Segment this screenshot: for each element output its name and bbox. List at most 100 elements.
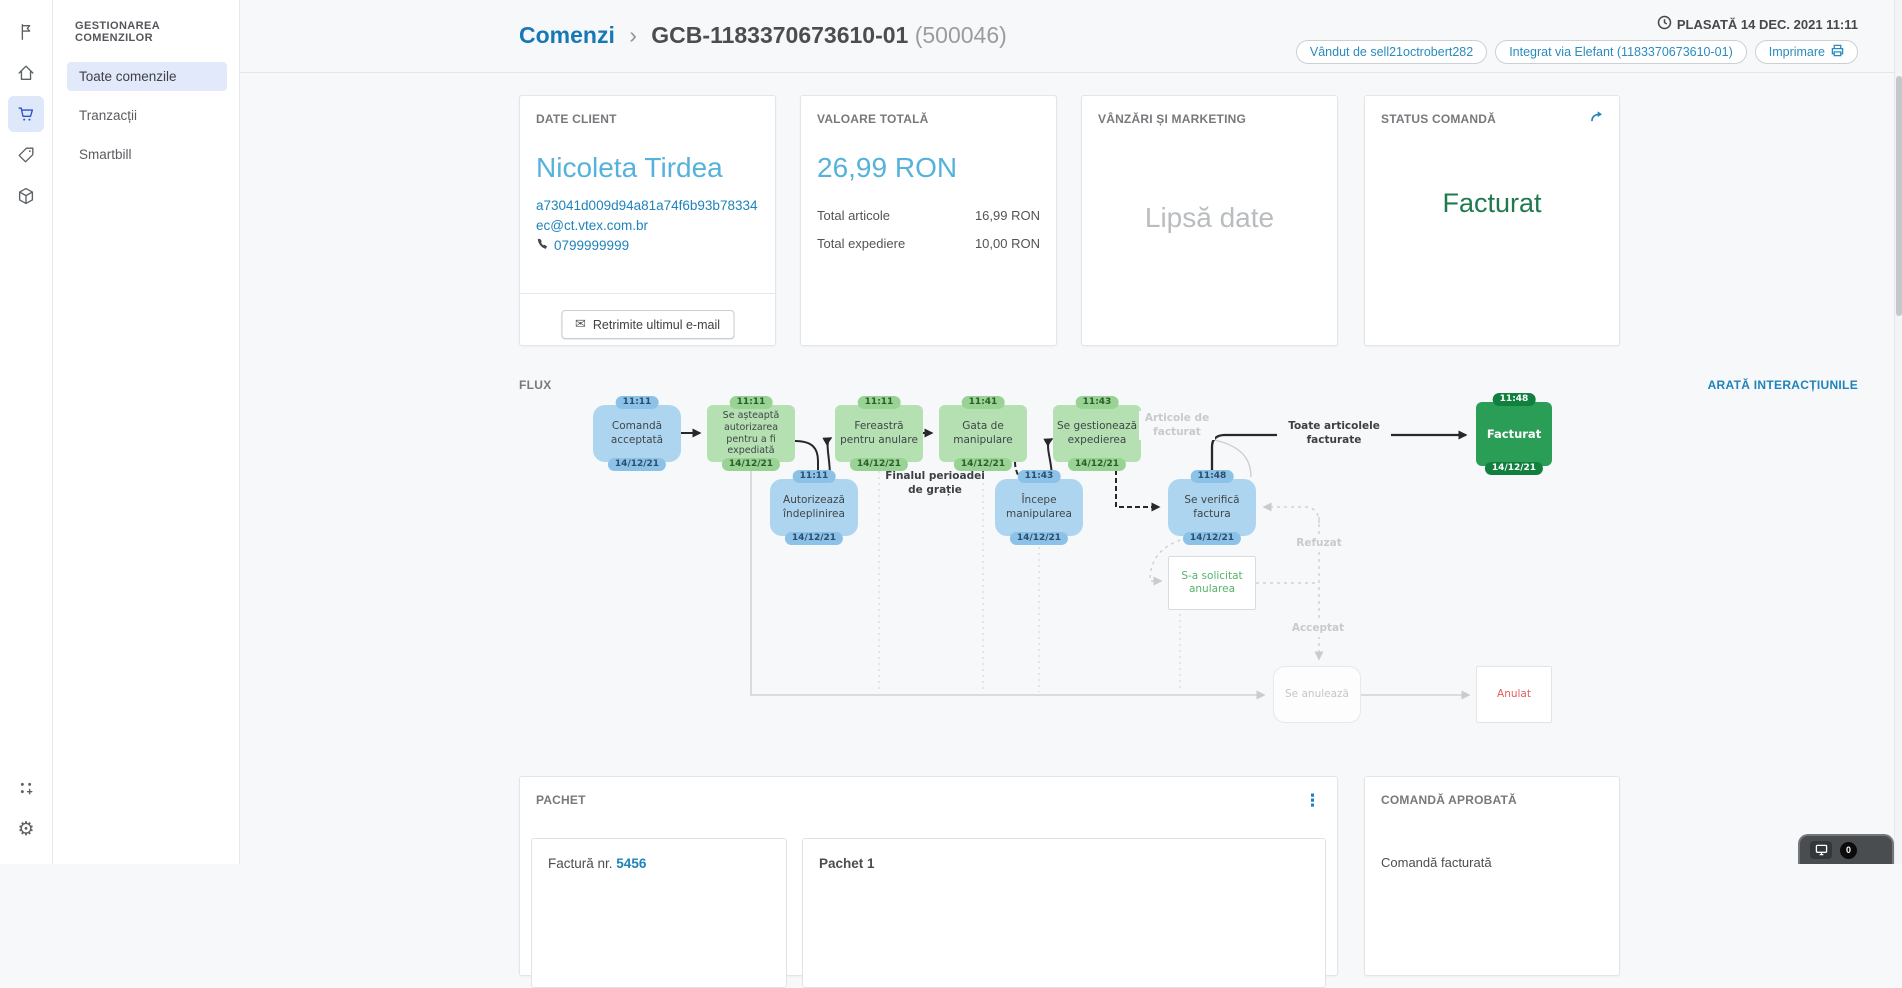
- flow-node-date: 14/12/21: [1485, 462, 1543, 475]
- order-flow-diagram: 11:11 Comandă acceptată 14/12/21 11:11 S…: [519, 395, 1620, 740]
- sidebar-item-toate-comenzile[interactable]: Toate comenzile: [67, 62, 227, 91]
- marketing-card: VÂNZĂRI ȘI MARKETING Lipsă date: [1081, 95, 1338, 346]
- order-total-amount: 26,99 RON: [817, 152, 1040, 184]
- approved-order-card: COMANDĂ APROBATĂ Comandă facturată: [1364, 776, 1620, 976]
- integration-label: Integrat via Elefant (1183370673610-01): [1509, 45, 1733, 59]
- flow-node-invoice-check[interactable]: 11:48 Se verifică factura 14/12/21: [1168, 479, 1256, 536]
- flow-node-date: 14/12/21: [954, 458, 1012, 471]
- flow-node-label: Se gestionează expedierea: [1057, 420, 1137, 446]
- monitor-icon: [1810, 841, 1832, 859]
- flow-node-label: Fereastră pentru anulare: [839, 420, 919, 446]
- flow-node-label: Se anulează: [1285, 688, 1349, 701]
- total-items-label: Total articole: [817, 208, 890, 223]
- client-card-heading: DATE CLIENT: [536, 112, 759, 126]
- package-card: PACHET ⋮ Factură nr. 5456 Pachet 1: [519, 776, 1338, 976]
- menu-heading: GESTIONAREA COMENZILOR: [75, 20, 231, 44]
- flow-node-label: Se verifică factura: [1172, 494, 1252, 520]
- flow-node-time: 11:11: [858, 396, 901, 409]
- kebab-menu-icon[interactable]: ⋮: [1304, 791, 1321, 811]
- sidebar-item-smartbill[interactable]: Smartbill: [67, 140, 227, 169]
- envelope-icon: ✉: [575, 317, 586, 332]
- status-card-heading: STATUS COMANDĂ: [1381, 112, 1603, 126]
- order-status-card: STATUS COMANDĂ Facturat: [1364, 95, 1620, 346]
- flow-node-time: 11:48: [1493, 393, 1536, 406]
- resend-email-label: Retrimite ultimul e-mail: [593, 318, 720, 332]
- flag-icon[interactable]: [8, 14, 44, 50]
- flow-node-time: 11:48: [1191, 470, 1234, 483]
- header-badges: Vândut de sell21octrobert282 Integrat vi…: [1296, 40, 1858, 64]
- flow-node-time: 11:43: [1076, 396, 1119, 409]
- flow-node-start-handling[interactable]: 11:43 Începe manipularea 14/12/21: [995, 479, 1083, 536]
- icon-rail: ⚙: [0, 0, 53, 864]
- flow-label-accepted: Acceptat: [1285, 621, 1351, 637]
- flow-node-handling-shipping[interactable]: 11:43 Se gestionează expedierea 14/12/21: [1053, 405, 1141, 462]
- apps-icon[interactable]: [8, 770, 44, 806]
- flow-node-canceled[interactable]: Anulat: [1476, 666, 1552, 723]
- scrollbar[interactable]: [1894, 0, 1902, 864]
- flow-node-label: Autorizează îndeplinirea: [774, 494, 854, 520]
- cart-icon[interactable]: [8, 96, 44, 132]
- flow-label-refused: Refuzat: [1289, 536, 1349, 552]
- flow-node-authorize-fulfillment[interactable]: 11:11 Autorizează îndeplinirea 14/12/21: [770, 479, 858, 536]
- invoice-box[interactable]: Factură nr. 5456: [531, 838, 787, 988]
- flow-node-invoiced[interactable]: 11:48 Facturat 14/12/21: [1476, 402, 1552, 466]
- flow-node-date: 14/12/21: [608, 458, 666, 471]
- sold-by-badge[interactable]: Vândut de sell21octrobert282: [1296, 40, 1487, 64]
- support-badge: 0: [1840, 842, 1857, 859]
- total-shipping-value: 10,00 RON: [975, 236, 1040, 251]
- flow-node-ready-for-handling[interactable]: 11:41 Gata de manipulare 14/12/21: [939, 405, 1027, 462]
- approved-card-body: Comandă facturată: [1381, 855, 1603, 870]
- order-sequence-number: (500046): [915, 22, 1007, 48]
- breadcrumb: Comenzi › GCB-1183370673610-01 (500046): [519, 22, 1007, 49]
- flow-node-cancellation-window[interactable]: 11:11 Fereastră pentru anulare 14/12/21: [835, 405, 923, 462]
- support-widget[interactable]: 0: [1798, 834, 1894, 864]
- tag-icon[interactable]: [8, 137, 44, 173]
- flow-node-label: Gata de manipulare: [943, 420, 1023, 446]
- breadcrumb-orders-link[interactable]: Comenzi: [519, 22, 615, 48]
- total-items-row: Total articole 16,99 RON: [817, 208, 1040, 223]
- flow-node-date: 14/12/21: [722, 458, 780, 471]
- share-icon[interactable]: [1590, 109, 1605, 128]
- flow-label-all-items-invoiced: Toate articolele facturate: [1277, 419, 1391, 448]
- total-card-heading: VALOARE TOTALĂ: [817, 112, 1040, 126]
- gear-icon[interactable]: ⚙: [8, 811, 44, 847]
- flow-node-label: Facturat: [1487, 427, 1541, 441]
- resend-email-button[interactable]: ✉ Retrimite ultimul e-mail: [561, 310, 734, 339]
- client-phone: 0799999999: [554, 238, 629, 253]
- phone-icon: [536, 238, 548, 253]
- flow-label-items-to-invoice: Articole de facturat: [1139, 411, 1215, 440]
- package-icon[interactable]: [8, 178, 44, 214]
- flow-node-label: Anulat: [1497, 688, 1531, 701]
- order-id: GCB-1183370673610-01: [651, 22, 908, 48]
- placed-text: PLASATĂ 14 DEC. 2021 11:11: [1677, 17, 1858, 32]
- flow-node-order-accepted[interactable]: 11:11 Comandă acceptată 14/12/21: [593, 405, 681, 462]
- flow-node-canceling[interactable]: Se anulează: [1273, 666, 1361, 723]
- flow-node-date: 14/12/21: [785, 532, 843, 545]
- show-interactions-link[interactable]: ARATĂ INTERACȚIUNILE: [1708, 378, 1858, 392]
- main-area: Comenzi › GCB-1183370673610-01 (500046) …: [240, 0, 1902, 864]
- flow-node-awaiting-authorization[interactable]: 11:11 Se așteaptă autorizarea pentru a f…: [707, 405, 795, 462]
- flow-node-date: 14/12/21: [1068, 458, 1126, 471]
- package-card-heading: PACHET: [536, 793, 1321, 807]
- flow-node-label: S-a solicitat anularea: [1173, 570, 1251, 596]
- flow-node-time: 11:41: [962, 396, 1005, 409]
- flow-node-label: Se așteaptă autorizarea pentru a fi expe…: [711, 410, 791, 458]
- total-items-value: 16,99 RON: [975, 208, 1040, 223]
- package-box: Pachet 1: [802, 838, 1326, 988]
- scrollbar-thumb[interactable]: [1896, 76, 1902, 316]
- orders-menu: GESTIONAREA COMENZILOR Toate comenzile T…: [53, 0, 240, 864]
- print-button[interactable]: Imprimare: [1755, 40, 1858, 64]
- flow-node-time: 11:11: [730, 396, 773, 409]
- sidebar-item-tranzactii[interactable]: Tranzacții: [67, 101, 227, 130]
- order-content: DATE CLIENT Nicoleta Tirdea a73041d009d9…: [240, 73, 1902, 864]
- client-card: DATE CLIENT Nicoleta Tirdea a73041d009d9…: [519, 95, 776, 346]
- order-header: Comenzi › GCB-1183370673610-01 (500046) …: [240, 0, 1902, 73]
- integration-badge[interactable]: Integrat via Elefant (1183370673610-01): [1495, 40, 1747, 64]
- flow-node-cancellation-requested[interactable]: S-a solicitat anularea: [1168, 556, 1256, 610]
- client-phone-row[interactable]: 0799999999: [536, 238, 759, 253]
- flow-label-grace-period: Finalul perioadei de grație: [883, 470, 987, 497]
- total-value-card: VALOARE TOTALĂ 26,99 RON Total articole …: [800, 95, 1057, 346]
- print-label: Imprimare: [1769, 45, 1825, 59]
- client-email-link[interactable]: a73041d009d94a81a74f6b93b78334ec@ct.vtex…: [536, 196, 759, 235]
- home-icon[interactable]: [8, 55, 44, 91]
